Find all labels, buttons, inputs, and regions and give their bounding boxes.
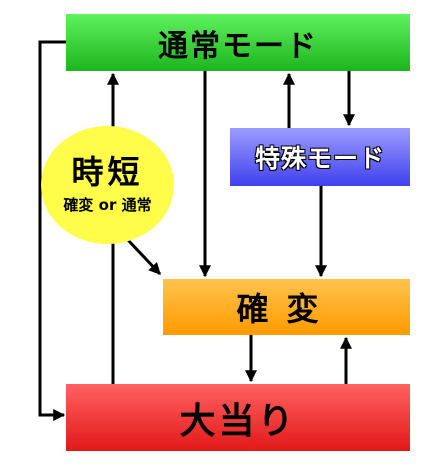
arrow-normal-to-ooatari: [38, 40, 66, 421]
kakuhen-box: 確変: [163, 279, 410, 335]
ooatari-box: 大当り: [66, 384, 410, 451]
jitan-subtitle: 確変 or 通常: [63, 196, 152, 215]
kakuhen-label: 確変: [236, 290, 337, 328]
jitan-circle: 時短 確変 or 通常: [41, 126, 174, 244]
normal-mode-label: 通常モード: [158, 28, 318, 64]
ooatari-label: 大当り: [179, 400, 297, 442]
jitan-title: 時短: [71, 152, 144, 191]
normal-mode-box: 通常モード: [66, 14, 410, 71]
special-mode-box: 特殊モード: [230, 128, 410, 186]
special-mode-label: 特殊モード: [254, 144, 385, 173]
arrow-jitan-to-kakuhen: [126, 238, 162, 276]
